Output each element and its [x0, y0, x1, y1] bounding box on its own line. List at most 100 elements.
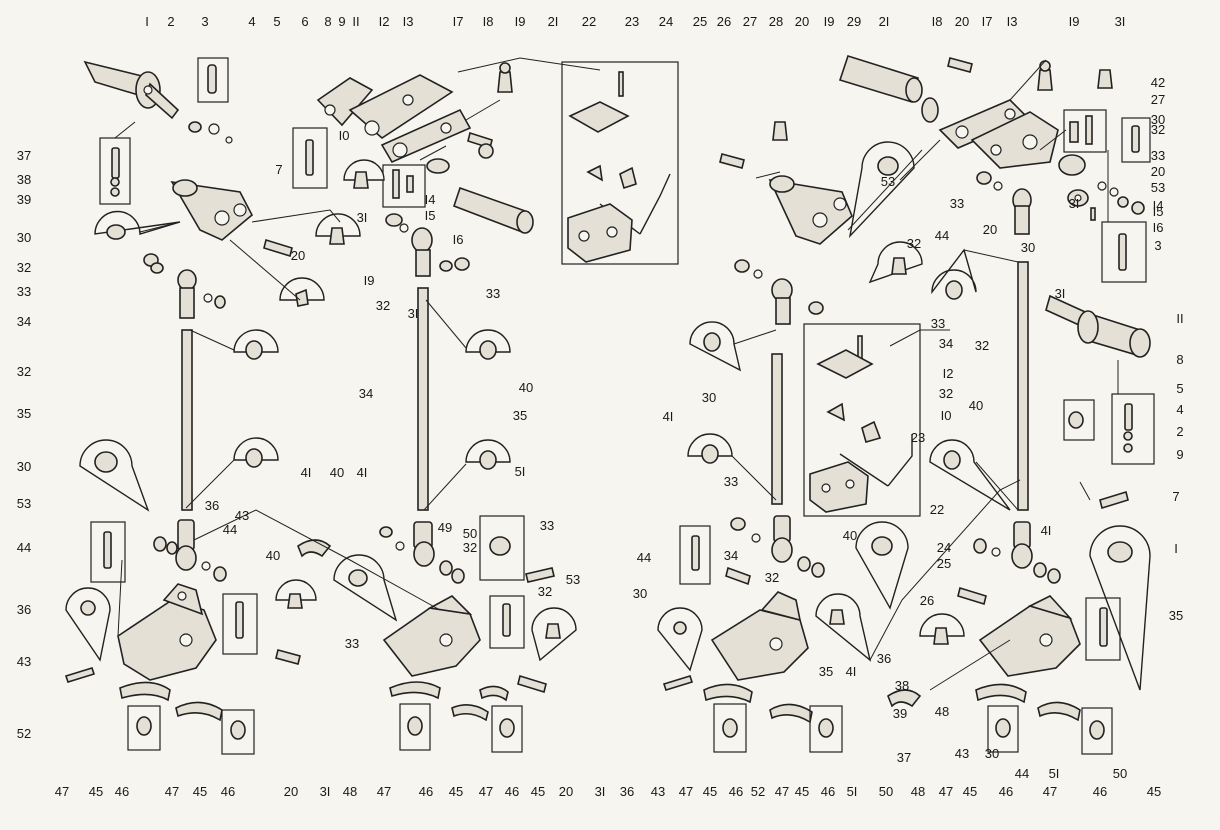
bubble-30-c: [333, 554, 398, 622]
clevis-part-53-c: [730, 515, 825, 578]
callout-label: 30: [702, 390, 716, 405]
clamps-part-47-a: [119, 681, 223, 722]
callout-label: 52: [751, 784, 765, 799]
bubble-31-c: [275, 579, 317, 609]
callout-label: 3I: [320, 784, 331, 799]
callout-label: 33: [17, 284, 31, 299]
callout-label: 4I: [846, 664, 857, 679]
callout-label: 46: [115, 784, 129, 799]
callout-label: 37: [17, 148, 31, 163]
callout-label: 20: [559, 784, 573, 799]
callout-label: 3: [201, 14, 208, 29]
bubble-41-a: [233, 437, 279, 468]
callout-label: 45: [193, 784, 207, 799]
callout-label: 20: [291, 248, 305, 263]
bubble-40-d: [931, 248, 977, 300]
clip-part-50-a: [297, 539, 332, 558]
callout-label: 45: [703, 784, 717, 799]
callout-label: II: [1176, 311, 1183, 326]
shaft-part-1: [83, 60, 180, 120]
clamps-part-47-d: [975, 683, 1081, 722]
bolt-part-20-c: [719, 153, 745, 169]
callout-label: 36: [17, 602, 31, 617]
callout-label: I6: [453, 232, 464, 247]
callout-label: 47: [939, 784, 953, 799]
box-44-d: [1085, 597, 1121, 661]
bubble-31-e: [815, 593, 872, 662]
callout-label: 47: [479, 784, 493, 799]
callout-label: 47: [775, 784, 789, 799]
callout-label: 3: [1154, 238, 1161, 253]
callout-label: 25: [693, 14, 707, 29]
callout-label: 24: [659, 14, 673, 29]
callout-label: I: [1174, 541, 1178, 556]
callout-label: 47: [679, 784, 693, 799]
pin-part-7-box: [292, 127, 328, 189]
callout-label: 20: [983, 222, 997, 237]
bubble-40-a: [233, 329, 279, 360]
bubble-41-c: [687, 433, 733, 464]
pin-box-7-b: [1101, 221, 1147, 283]
callout-label: 20: [1151, 164, 1165, 179]
callout-label: 33: [486, 286, 500, 301]
callout-label: 29: [847, 14, 861, 29]
callout-label: 33: [931, 316, 945, 331]
callout-label: 2: [1176, 424, 1183, 439]
callout-label: 34: [17, 314, 31, 329]
callout-label: 26: [717, 14, 731, 29]
clevis-part-53-b: [379, 521, 465, 584]
callout-label: 48: [935, 704, 949, 719]
callout-label: 39: [17, 192, 31, 207]
callout-label: 25: [937, 556, 951, 571]
bolt-part-20-h: [957, 586, 987, 606]
callout-label: 46: [419, 784, 433, 799]
washers-part-32-33-a: [143, 253, 226, 309]
callout-label: 23: [625, 14, 639, 29]
callout-label: 46: [999, 784, 1013, 799]
callout-label: 40: [330, 465, 344, 480]
bubble-31-g: [868, 241, 923, 284]
box-44-b: [489, 595, 525, 649]
callout-label: 39: [893, 706, 907, 721]
callout-label: 40: [843, 528, 857, 543]
box-14-16-b: [1063, 109, 1107, 153]
callout-label: 4I: [301, 465, 312, 480]
fitting-part-19-a: [497, 62, 513, 93]
callout-label: 44: [1015, 766, 1029, 781]
box-36-39-b: [1063, 393, 1155, 465]
callout-label: I5: [425, 208, 436, 223]
washer-part-18: [426, 158, 450, 174]
rod-part-35-b: [417, 287, 429, 511]
callout-label: 43: [955, 746, 969, 761]
callout-label: 3I: [357, 210, 368, 225]
callout-label: 3I: [595, 784, 606, 799]
callout-label: I5: [1153, 204, 1164, 219]
bubble-40-c: [689, 321, 742, 372]
callout-label: 3I: [408, 306, 419, 321]
callout-label: 32: [1151, 122, 1165, 137]
parts-drawing: [64, 55, 1155, 755]
rod-part-35-d: [1017, 261, 1029, 511]
callout-label: 53: [566, 572, 580, 587]
callout-label: 20: [795, 14, 809, 29]
pin-box-14-16: [382, 164, 426, 208]
bolt-part-43-c: [662, 675, 694, 691]
bolt-part-20-a: [467, 131, 494, 159]
rod-part-35-c: [771, 353, 783, 505]
bolt-part-43-b: [525, 567, 555, 583]
callout-label: 22: [930, 502, 944, 517]
sleeve-part-21-a: [452, 186, 534, 234]
clamps-part-47-b: [389, 681, 509, 722]
fitting-part-19-c: [772, 121, 788, 141]
callout-label: I9: [364, 273, 375, 288]
plate-part-13: [348, 74, 454, 140]
callout-label: 8: [1176, 352, 1183, 367]
bubble-31-f: [919, 613, 965, 645]
callout-label: 35: [819, 664, 833, 679]
callout-label: I3: [403, 14, 414, 29]
bubble-30-d: [855, 521, 909, 610]
callout-label: 33: [540, 518, 554, 533]
callout-label: 44: [935, 228, 949, 243]
callout-label: 45: [963, 784, 977, 799]
bubble-36-b: [657, 607, 703, 672]
